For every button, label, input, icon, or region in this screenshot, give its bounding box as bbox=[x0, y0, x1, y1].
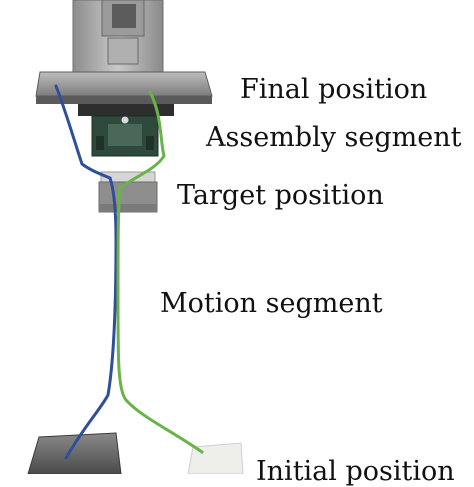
fixture-clamp-right bbox=[146, 136, 154, 150]
target-platform bbox=[98, 171, 158, 213]
fixture-clamp-left bbox=[96, 136, 104, 150]
target-position-label: Target position bbox=[177, 180, 384, 211]
green-motion-path bbox=[116, 90, 204, 454]
initial-trays bbox=[27, 432, 244, 474]
diagram-canvas bbox=[27, 0, 244, 474]
final-position-label: Final position bbox=[240, 74, 428, 105]
initial-position-label: Initial position bbox=[256, 456, 455, 487]
machine-head-window bbox=[112, 4, 136, 28]
fixture-hole bbox=[121, 116, 129, 124]
machine-table-edge bbox=[36, 96, 212, 104]
machine-head-lower bbox=[107, 37, 139, 65]
blue-motion-path bbox=[54, 84, 118, 460]
fixture-inner bbox=[108, 124, 142, 146]
target-platform-shade bbox=[99, 204, 157, 212]
machine-table bbox=[35, 71, 213, 97]
assembly-machine bbox=[35, 0, 213, 157]
machine-under-table bbox=[78, 104, 174, 116]
assembly-segment-label: Assembly segment bbox=[206, 122, 462, 153]
initial-tray-dark bbox=[27, 432, 122, 474]
motion-segment-label: Motion segment bbox=[160, 288, 383, 319]
